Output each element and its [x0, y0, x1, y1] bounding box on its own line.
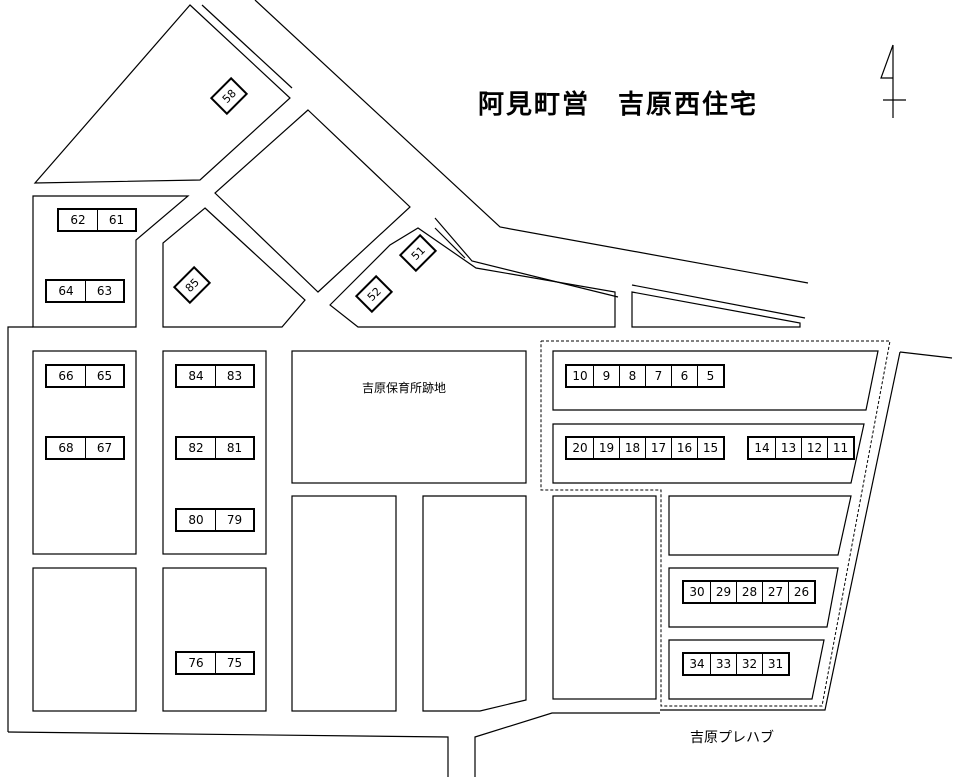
building-row-30-26: 30 29 28 27 26 [682, 580, 816, 604]
unit-number: 65 [85, 366, 123, 386]
unit-number: 83 [215, 366, 253, 386]
building-64-63: 64 63 [45, 279, 125, 303]
unit-number: 81 [215, 438, 253, 458]
unit-number: 11 [827, 438, 853, 458]
unit-number: 31 [762, 654, 788, 674]
unit-number: 64 [58, 284, 74, 298]
unit-number: 66 [58, 369, 74, 383]
unit-number: 19 [593, 438, 619, 458]
unit-number: 9 [593, 366, 619, 386]
unit-number: 62 [70, 213, 86, 227]
unit-number: 7 [645, 366, 671, 386]
unit-number: 34 [689, 657, 705, 671]
unit-number: 61 [97, 210, 135, 230]
unit-number: 15 [697, 438, 723, 458]
building-68-67: 68 67 [45, 436, 125, 460]
unit-number: 84 [188, 369, 204, 383]
unit-number: 27 [762, 582, 788, 602]
building-84-83: 84 83 [175, 364, 255, 388]
unit-number: 16 [671, 438, 697, 458]
unit-number: 29 [710, 582, 736, 602]
unit-number: 82 [188, 441, 204, 455]
label-prefab: 吉原プレハブ [690, 730, 774, 746]
unit-number: 76 [188, 656, 204, 670]
unit-number: 79 [215, 510, 253, 530]
unit-number: 26 [788, 582, 814, 602]
building-row-34-31: 34 33 32 31 [682, 652, 790, 676]
unit-number: 5 [697, 366, 723, 386]
building-66-65: 66 65 [45, 364, 125, 388]
unit-number: 14 [754, 441, 770, 455]
unit-number: 75 [215, 653, 253, 673]
unit-number: 63 [85, 281, 123, 301]
building-62-61: 62 61 [57, 208, 137, 232]
unit-number: 67 [85, 438, 123, 458]
unit-number: 33 [710, 654, 736, 674]
building-row-20-15: 20 19 18 17 16 15 [565, 436, 725, 460]
unit-number: 28 [736, 582, 762, 602]
unit-number: 32 [736, 654, 762, 674]
unit-number: 6 [671, 366, 697, 386]
unit-number: 17 [645, 438, 671, 458]
unit-number: 8 [619, 366, 645, 386]
unit-number: 10 [572, 369, 588, 383]
unit-number: 20 [572, 441, 588, 455]
north-arrow-icon [880, 44, 906, 118]
unit-number: 68 [58, 441, 74, 455]
building-76-75: 76 75 [175, 651, 255, 675]
building-80-79: 80 79 [175, 508, 255, 532]
unit-number: 12 [801, 438, 827, 458]
unit-number: 30 [689, 585, 705, 599]
building-row-10-5: 10 9 8 7 6 5 [565, 364, 725, 388]
page-title: 阿見町営 吉原西住宅 [478, 90, 759, 120]
unit-number: 13 [775, 438, 801, 458]
unit-number: 18 [619, 438, 645, 458]
building-row-14-11: 14 13 12 11 [747, 436, 855, 460]
unit-number: 80 [188, 513, 204, 527]
label-nursery-site: 吉原保育所跡地 [362, 381, 447, 395]
building-82-81: 82 81 [175, 436, 255, 460]
